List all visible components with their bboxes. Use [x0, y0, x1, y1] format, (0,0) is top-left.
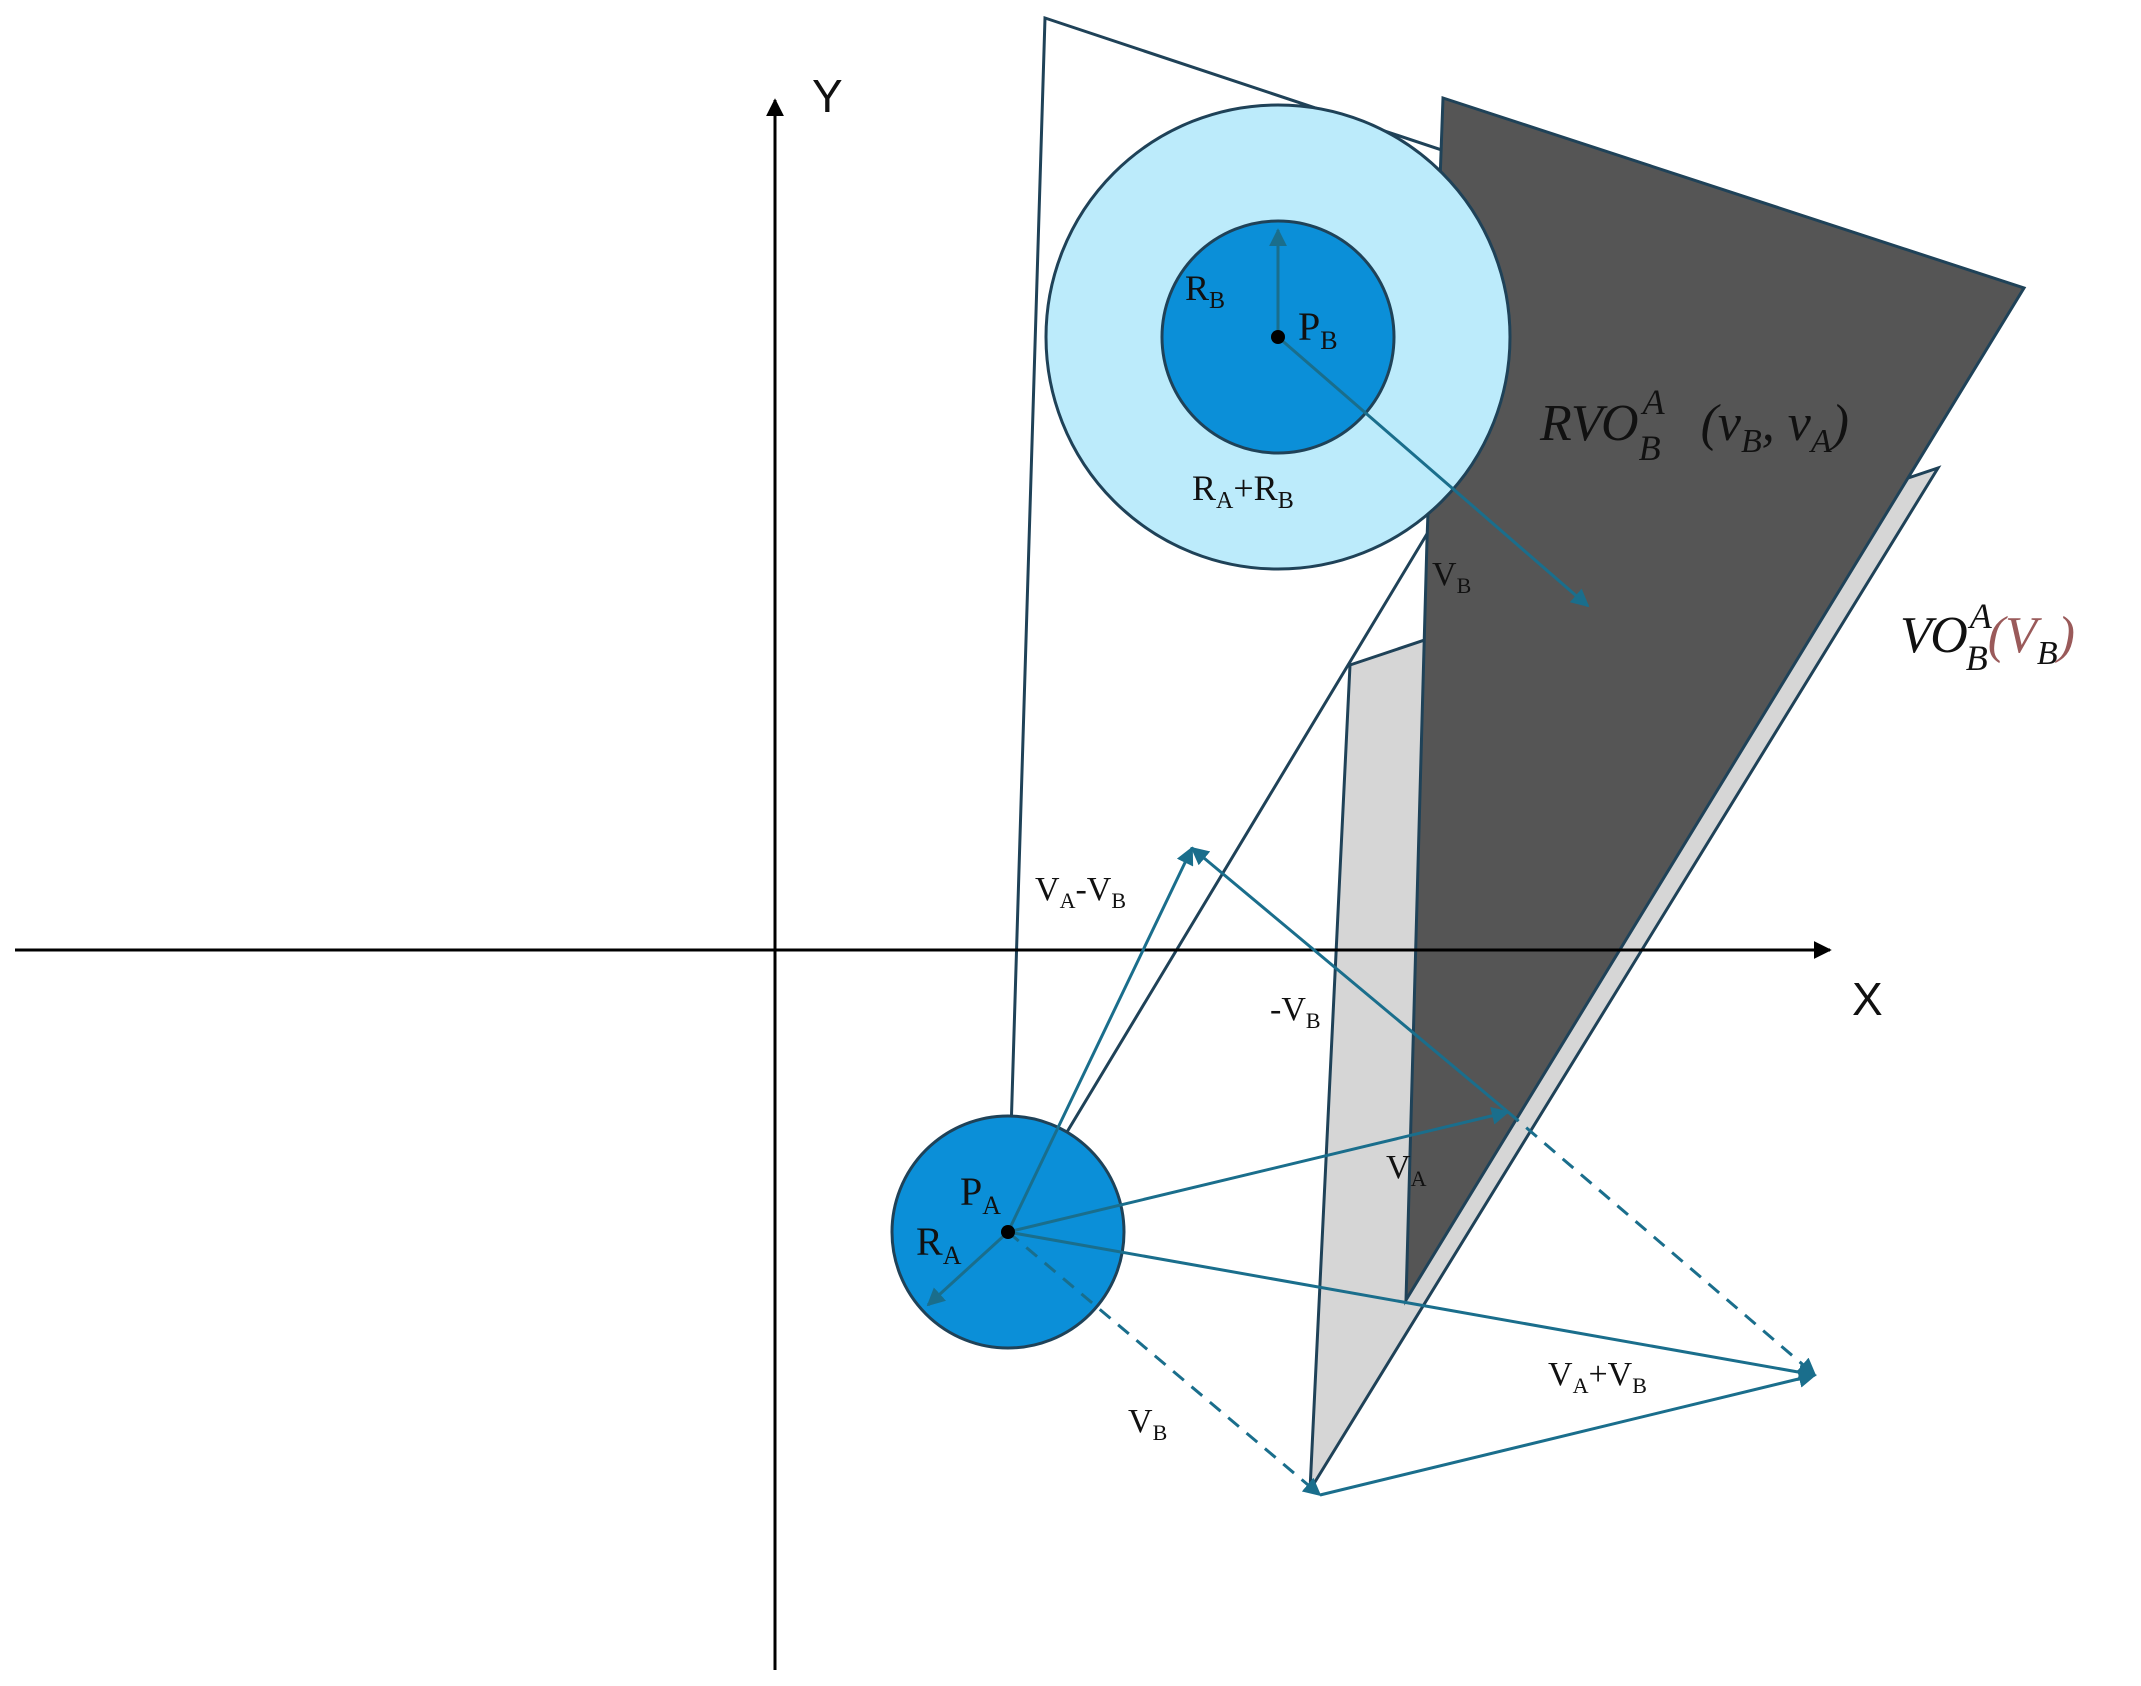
combined-radius-label: RA+RB [1192, 468, 1294, 514]
rb-label: RB [1185, 268, 1225, 314]
vb-top-label: VB [1432, 556, 1471, 598]
pa-label: PA [960, 1169, 1001, 1220]
va-plus-vb-arrow [1007, 1230, 1817, 1382]
y-axis-label: Y [812, 70, 843, 122]
neg-vb-label: -VB [1270, 991, 1321, 1033]
x-axis-label: X [1852, 973, 1883, 1025]
pb-point [1271, 330, 1285, 344]
va-minus-vb-arrow [1006, 846, 1194, 1233]
vb-arrow-top [1277, 335, 1590, 608]
neg-vb-arrow [1190, 846, 1509, 1114]
va-label: VA [1386, 1149, 1427, 1191]
vb-translated-arrow [1507, 1110, 1817, 1377]
ra-label: RA [916, 1219, 962, 1270]
pb-label: PB [1298, 304, 1338, 355]
ra-radius-arrow [926, 1230, 1010, 1307]
va-plus-vb-label: VA+VB [1548, 1356, 1647, 1398]
vb-arrow-bottom [1007, 1230, 1322, 1497]
vb-bottom-label: VB [1128, 1403, 1167, 1445]
va-arrow [1007, 1107, 1510, 1234]
pa-point [1001, 1225, 1015, 1239]
va-translated-arrow [1319, 1370, 1817, 1497]
va-minus-vb-label: VA-VB [1035, 871, 1126, 913]
